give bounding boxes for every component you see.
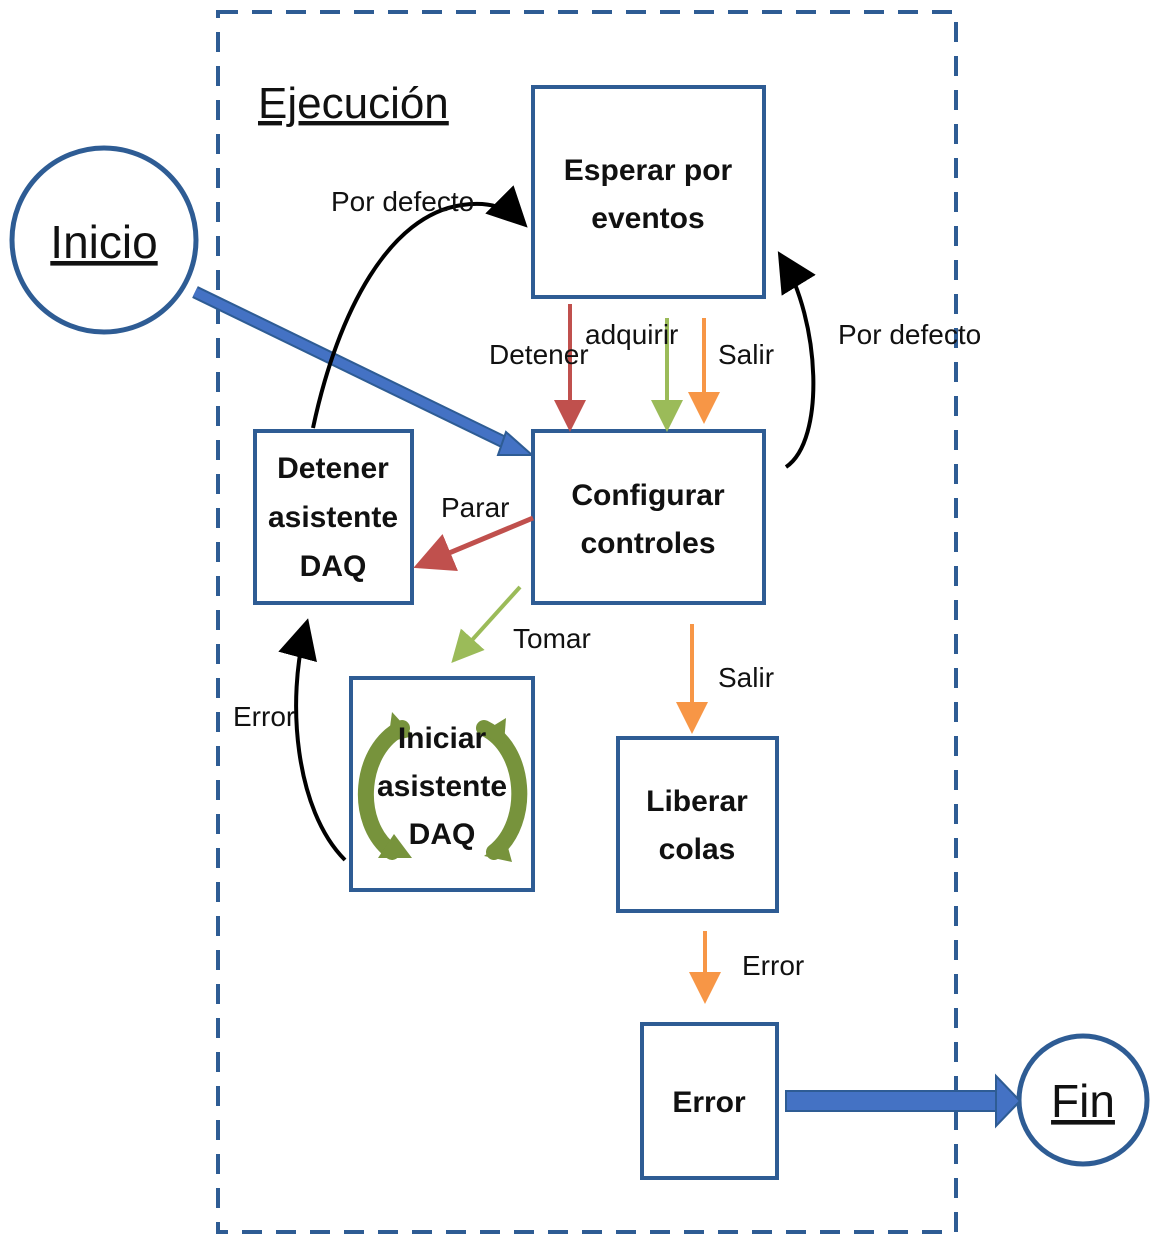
start-daq-label-1: Iniciar: [398, 722, 487, 755]
stop-daq-label-3: DAQ: [300, 550, 367, 583]
detener-label: Detener: [489, 339, 589, 370]
default-left-label: Por defecto: [331, 186, 474, 217]
adquirir-label: adquirir: [585, 319, 678, 350]
end-label: Fin: [1051, 1075, 1115, 1127]
start-terminal: Inicio: [9, 145, 199, 335]
end-terminal: Fin: [1016, 1033, 1150, 1167]
release-queues-label-2: colas: [659, 833, 736, 866]
tomar-arrow: [451, 585, 522, 663]
start-daq-label-2: asistente: [377, 770, 507, 803]
error-to-end-arrow: [785, 1073, 1022, 1129]
release-queues-box: Liberar colas: [616, 736, 779, 913]
start-to-configure-arrow: [192, 286, 535, 456]
stop-daq-label-2: asistente: [268, 501, 398, 534]
execution-title: Ejecución: [258, 79, 449, 128]
error-left-label: Error: [233, 701, 295, 732]
parar-label: Parar: [441, 492, 509, 523]
start-label: Inicio: [50, 216, 157, 268]
cycle-arrows-icon: [357, 712, 528, 862]
configure-controls-box: Configurar controles: [531, 429, 766, 605]
stop-daq-box: Detener asistente DAQ: [253, 429, 414, 605]
salir-top-label: Salir: [718, 339, 774, 370]
wait-events-label-2: eventos: [591, 202, 704, 235]
salir-mid-label: Salir: [718, 662, 774, 693]
start-daq-box: Iniciar asistente DAQ: [349, 676, 535, 892]
configure-controls-label-1: Configurar: [571, 479, 725, 512]
release-queues-label-1: Liberar: [646, 785, 748, 818]
default-right-arrow: [777, 251, 816, 469]
default-left-arrow: [311, 185, 528, 429]
error-left-arrow: [278, 618, 347, 862]
default-right-label: Por defecto: [838, 319, 981, 350]
start-daq-label-3: DAQ: [409, 818, 476, 851]
error-box: Error: [640, 1022, 779, 1180]
error-bottom-label: Error: [742, 950, 804, 981]
wait-events-box: Esperar por eventos: [531, 85, 766, 299]
execution-frame: [216, 10, 958, 1234]
configure-controls-label-2: controles: [580, 527, 715, 560]
tomar-label: Tomar: [513, 623, 591, 654]
parar-arrow: [413, 515, 534, 571]
error-box-label: Error: [672, 1086, 746, 1119]
wait-events-label-1: Esperar por: [564, 154, 733, 187]
stop-daq-label-1: Detener: [277, 452, 389, 485]
